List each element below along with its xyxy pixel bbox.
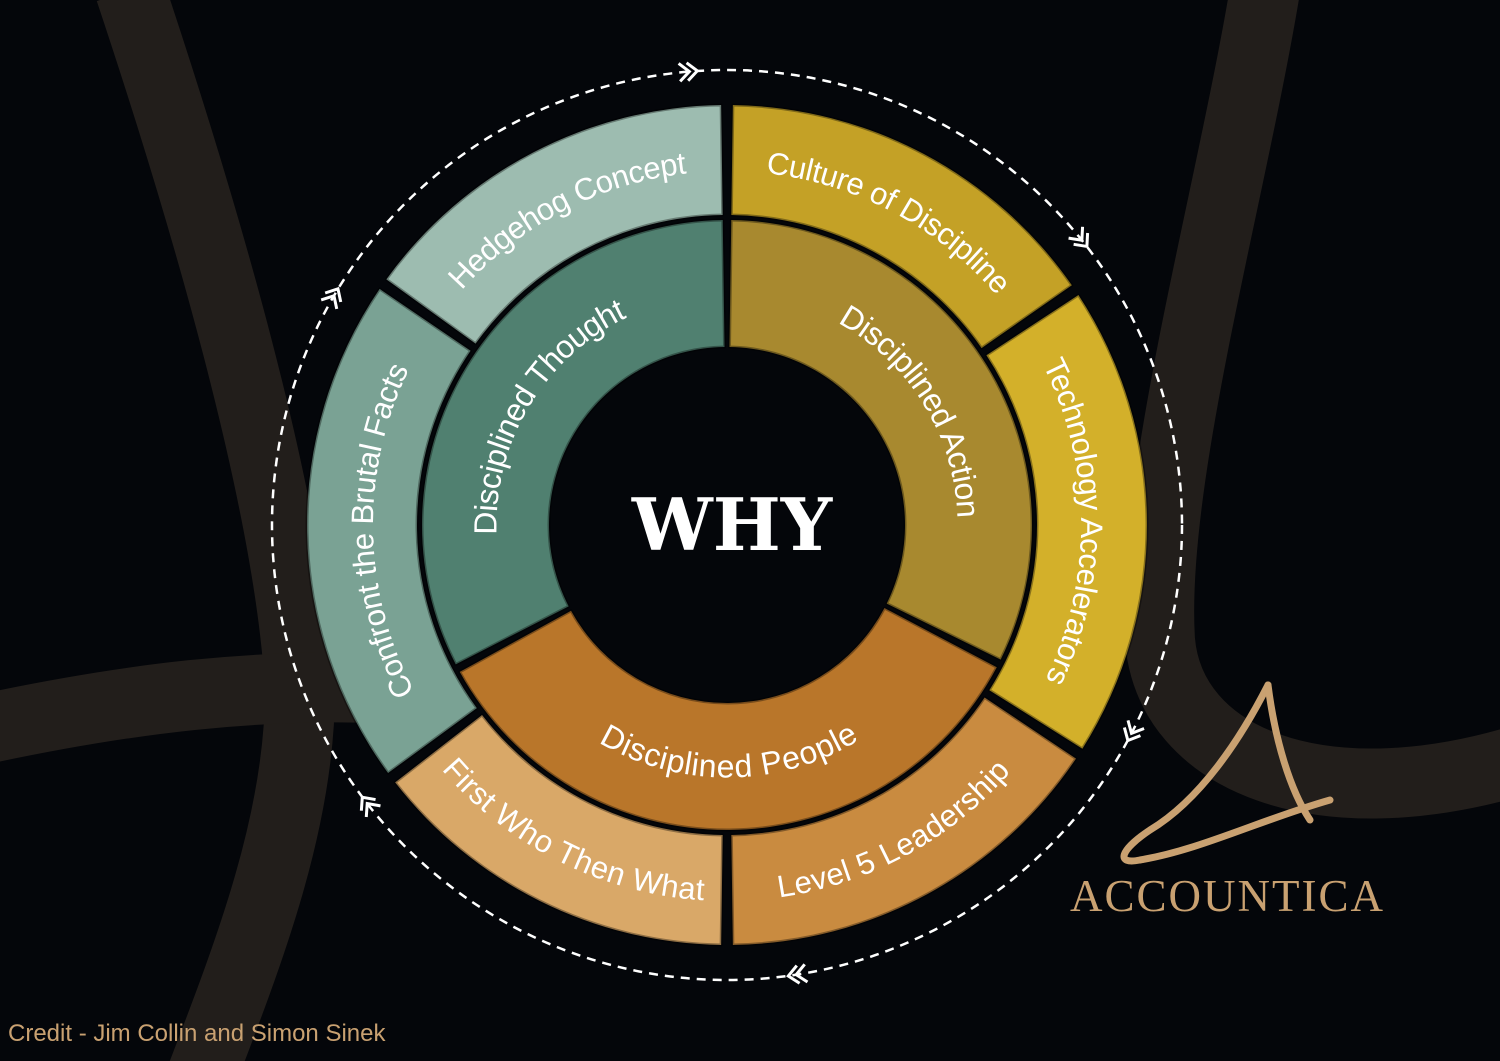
- segment-culture-of-discipline-shape: [729, 103, 1074, 350]
- segment-level-5-leadership-shape: [729, 695, 1078, 947]
- segment-first-who-then-what-shape: [393, 713, 725, 947]
- cycle-dashed-circle: [270, 68, 1184, 982]
- cycle-chevron-arrow-icon: [320, 286, 343, 310]
- segment-disciplined-thought-shape: [420, 218, 727, 666]
- segment-confront-brutal-facts-shape: [305, 287, 479, 775]
- segment-technology-accelerators: Technology Accelerators: [984, 293, 1149, 751]
- segment-disciplined-action-shape: [727, 218, 1034, 662]
- brand-name: ACCOUNTICA: [1070, 871, 1386, 921]
- segment-hedgehog-concept-shape: [384, 103, 725, 346]
- cycle-chevron-arrow-icon: [786, 963, 809, 985]
- cycle-chevron-arrow-icon: [1122, 719, 1145, 743]
- cycle-chevron-arrow-icon: [677, 61, 700, 83]
- segment-technology-accelerators-shape: [984, 293, 1149, 751]
- segment-disciplined-action: Disciplined Action: [727, 218, 1034, 662]
- center-why-label: WHY: [631, 482, 834, 567]
- segment-disciplined-thought: Disciplined Thought: [420, 218, 727, 666]
- segment-disciplined-people-shape: [458, 606, 999, 832]
- accountica-logo-mark: [1120, 681, 1334, 865]
- segment-disciplined-people: Disciplined People: [458, 606, 999, 832]
- cycle-chevron-arrow-icon: [359, 795, 381, 818]
- credit-text: Credit - Jim Collin and Simon Sinek: [8, 1020, 386, 1047]
- segment-confront-brutal-facts: Confront the Brutal Facts: [305, 287, 479, 775]
- cycle-chevron-arrow-icon: [1068, 226, 1090, 249]
